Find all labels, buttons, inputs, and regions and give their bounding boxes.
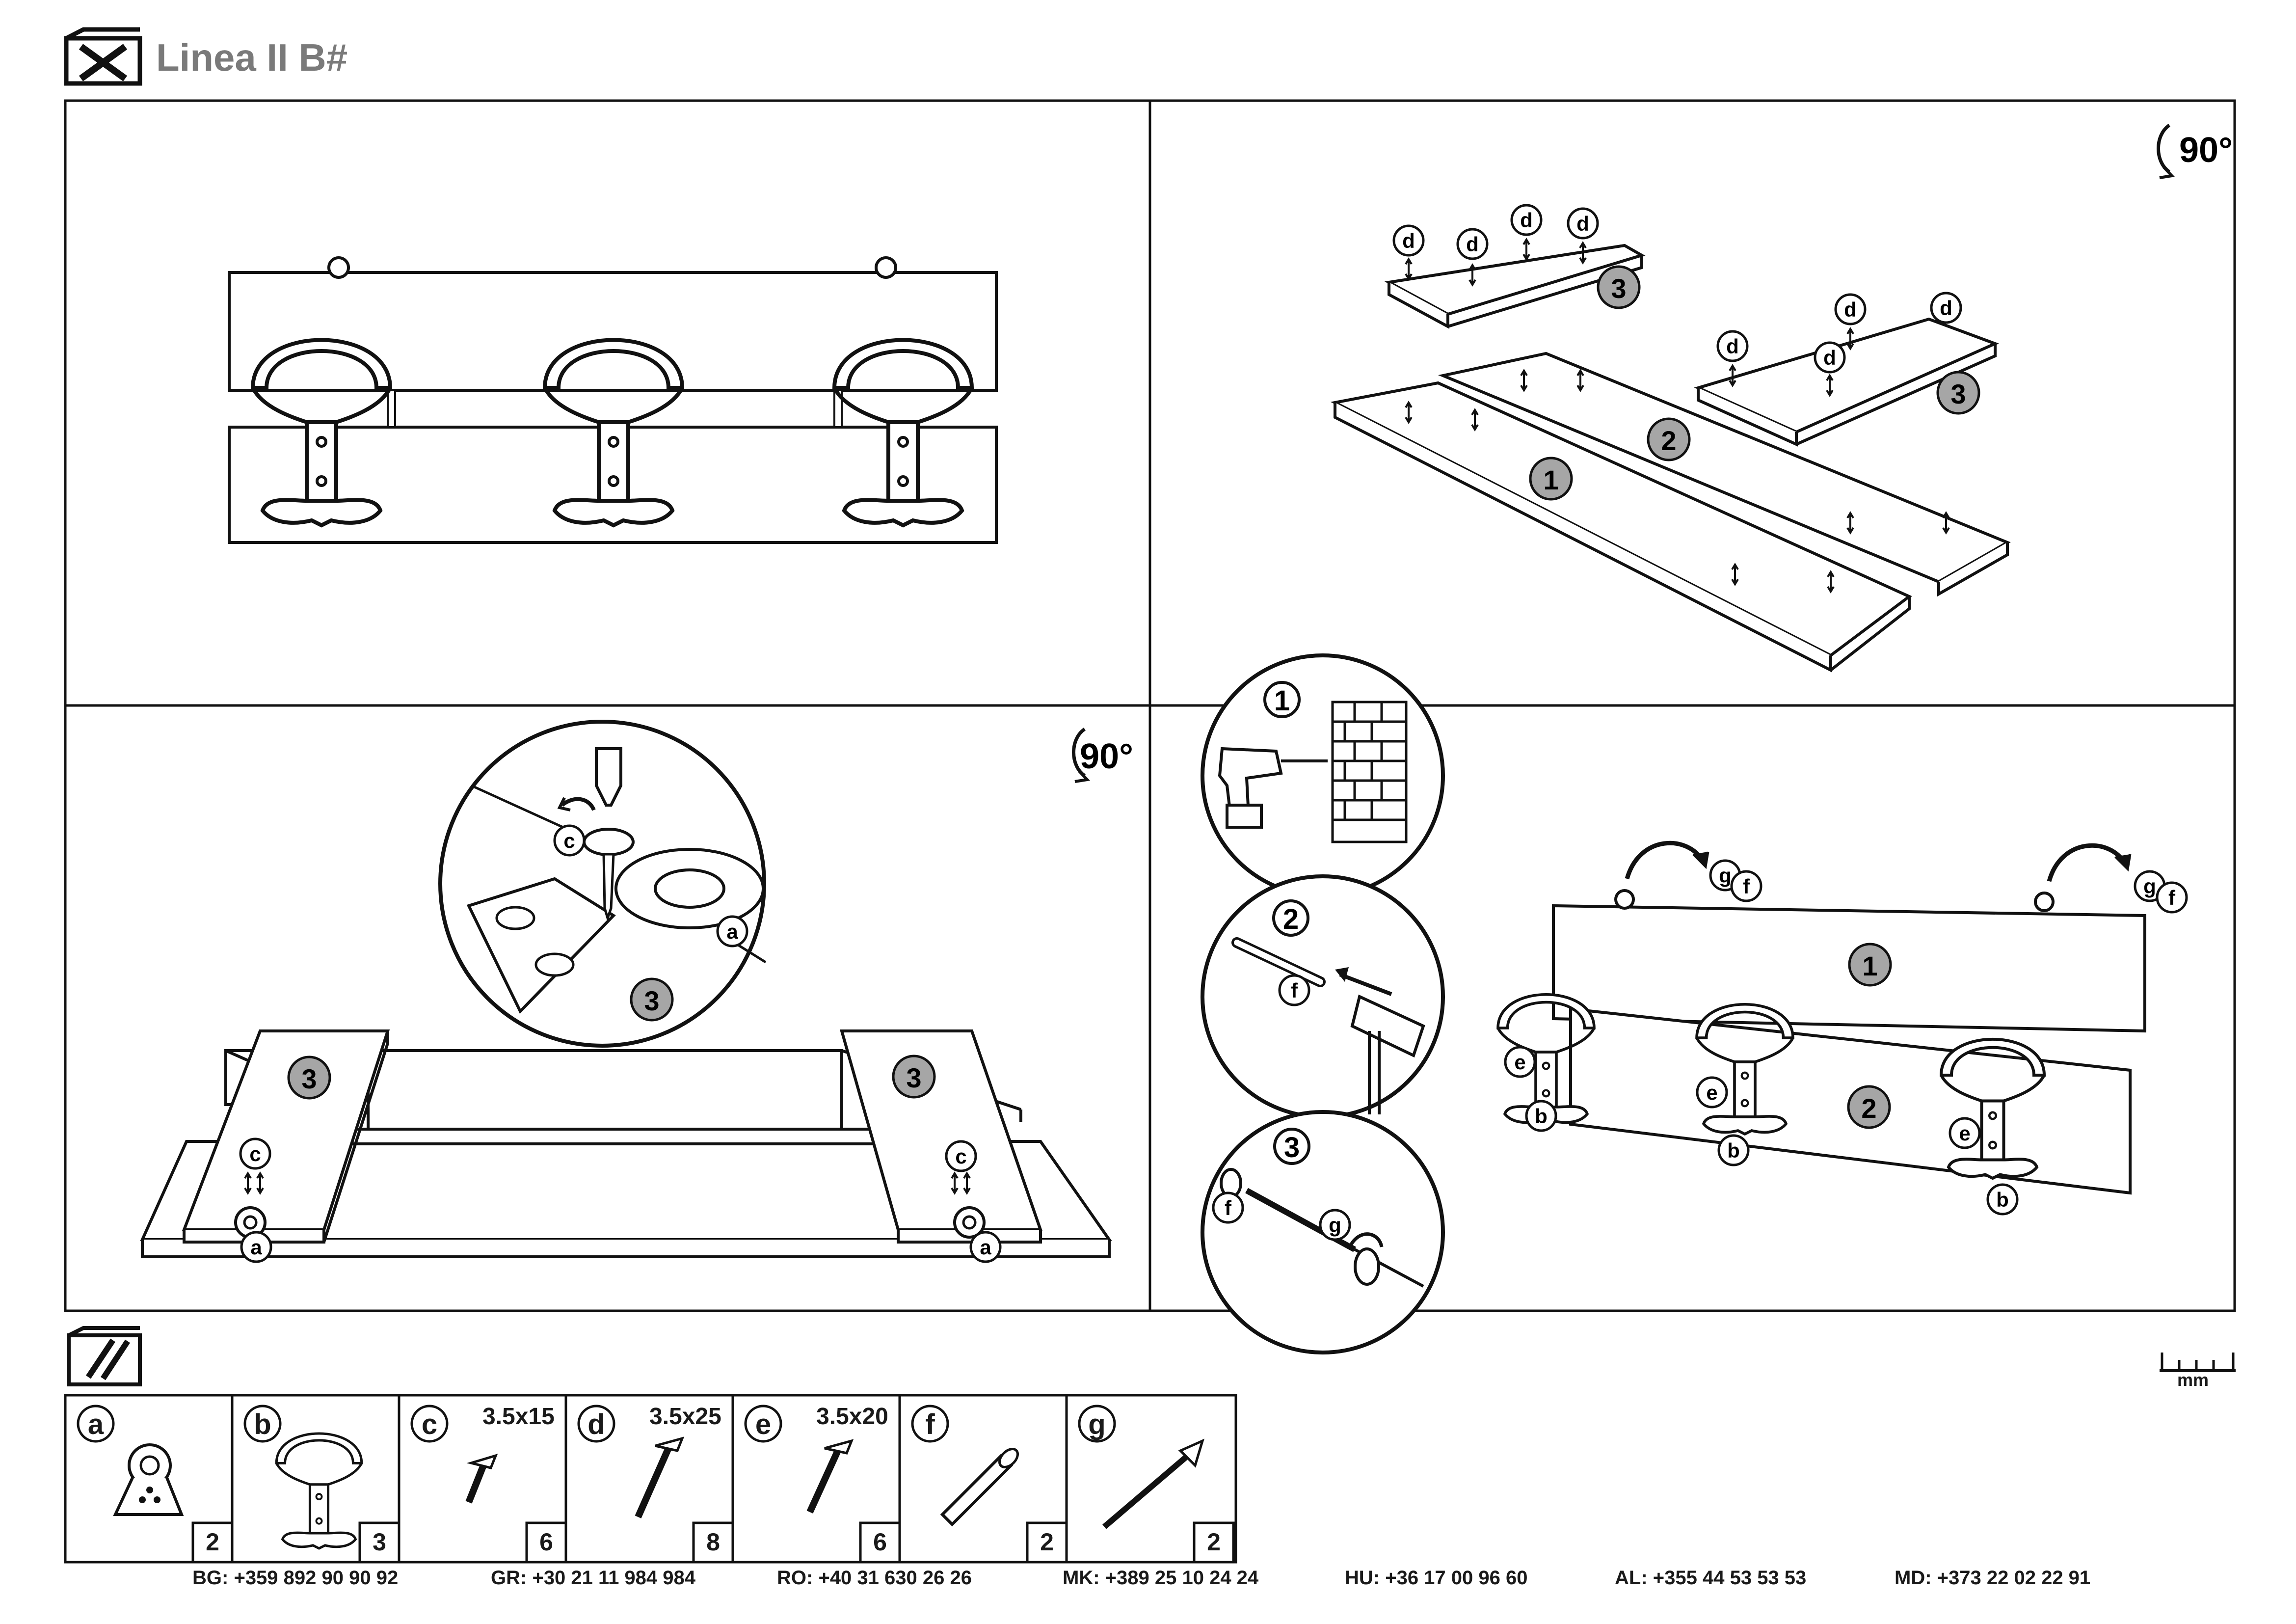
svg-text:1: 1 [1862, 950, 1877, 981]
svg-text:d: d [1576, 212, 1589, 235]
screws-icon [67, 1326, 142, 1386]
part-quantity: 6 [873, 1528, 887, 1556]
svg-text:d: d [1940, 297, 1952, 320]
svg-text:3: 3 [1950, 379, 1966, 409]
part-letter: g [1088, 1408, 1106, 1440]
part-quantity: 8 [706, 1528, 720, 1556]
svg-text:3: 3 [906, 1062, 921, 1093]
svg-text:b: b [1996, 1188, 2009, 1211]
svg-text:g: g [2143, 875, 2156, 898]
part-size: 3.5x15 [482, 1404, 555, 1430]
svg-text:3: 3 [644, 985, 659, 1016]
long-screw-icon [1102, 1438, 1204, 1529]
parts-table [64, 1394, 1237, 1564]
part-quantity: 2 [1207, 1528, 1221, 1556]
svg-text:f: f [2168, 886, 2176, 909]
phone-ro: RO: +40 31 630 26 26 [777, 1567, 972, 1589]
svg-text:2: 2 [1861, 1093, 1876, 1124]
svg-text:90°: 90° [1080, 737, 1133, 776]
svg-text:3: 3 [1611, 273, 1626, 304]
phone-bg: BG: +359 892 90 90 92 [192, 1567, 399, 1589]
phone-md: MD: +373 22 02 22 91 [1895, 1567, 2091, 1589]
svg-text:1: 1 [1274, 685, 1290, 717]
svg-text:d: d [1844, 298, 1857, 321]
part-size: 3.5x20 [816, 1404, 888, 1430]
screw-c-icon [465, 1454, 498, 1504]
rotate-label: 90° [2179, 131, 2233, 170]
part-quantity: 2 [206, 1528, 219, 1556]
svg-text:c: c [563, 829, 575, 852]
svg-text:3: 3 [1284, 1132, 1300, 1164]
screw-e-icon [806, 1439, 854, 1514]
phone-al: AL: +355 44 53 53 53 [1615, 1567, 1807, 1589]
ruler-unit: mm [2177, 1370, 2209, 1390]
svg-text:d: d [1466, 233, 1479, 256]
svg-text:e: e [1706, 1081, 1717, 1104]
svg-text:b: b [1727, 1139, 1740, 1162]
svg-text:f: f [1743, 875, 1750, 898]
svg-text:d: d [1726, 335, 1739, 358]
svg-text:a: a [250, 1236, 262, 1259]
svg-text:d: d [1520, 209, 1533, 232]
svg-text:3: 3 [301, 1063, 317, 1094]
part-letter: c [421, 1408, 438, 1440]
svg-text:1: 1 [1543, 464, 1558, 495]
svg-text:c: c [955, 1145, 966, 1168]
step-3-wall-mount: 1 2 3 f [1201, 653, 2187, 1354]
svg-text:e: e [1514, 1051, 1525, 1074]
hinge-plate-icon [113, 1443, 184, 1516]
screw-d-icon [635, 1436, 685, 1518]
part-letter: a [87, 1408, 104, 1440]
svg-text:f: f [1291, 979, 1298, 1002]
contact-phones: BG: +359 892 90 90 92 GR: +30 21 11 984 … [0, 1567, 2296, 1601]
svg-text:g: g [1719, 864, 1732, 887]
svg-text:b: b [1535, 1105, 1548, 1128]
svg-text:c: c [249, 1142, 261, 1165]
svg-text:d: d [1402, 229, 1415, 252]
step-1-boards: 90° 3 3 2 1 d d d d d d d d [1330, 124, 2233, 673]
part-letter: e [755, 1408, 772, 1440]
part-letter: b [254, 1408, 271, 1440]
svg-text:f: f [1225, 1196, 1232, 1219]
wall-plug-icon [940, 1448, 1019, 1527]
page-title: Linea II B# [156, 36, 348, 79]
part-quantity: 2 [1040, 1528, 1054, 1556]
svg-text:g: g [1329, 1214, 1341, 1237]
phone-gr: GR: +30 21 11 984 984 [491, 1567, 696, 1589]
phone-mk: MK: +389 25 10 24 24 [1063, 1567, 1259, 1589]
part-letter: f [925, 1408, 935, 1440]
svg-text:a: a [726, 920, 738, 943]
svg-text:2: 2 [1661, 425, 1676, 456]
svg-text:d: d [1823, 346, 1836, 369]
final-product-view [228, 256, 998, 544]
part-quantity: 6 [539, 1528, 553, 1556]
ruler-icon [2160, 1353, 2236, 1372]
svg-text:e: e [1959, 1122, 1970, 1145]
svg-text:a: a [980, 1236, 991, 1259]
phone-hu: HU: +36 17 00 96 60 [1345, 1567, 1528, 1589]
step-2-plates: 90° 3 3 a a c c [140, 720, 1133, 1262]
tools-icon [64, 27, 142, 86]
part-quantity: 3 [373, 1528, 386, 1556]
part-letter: d [587, 1408, 605, 1440]
svg-text:2: 2 [1283, 903, 1299, 935]
part-size: 3.5x25 [649, 1404, 721, 1430]
